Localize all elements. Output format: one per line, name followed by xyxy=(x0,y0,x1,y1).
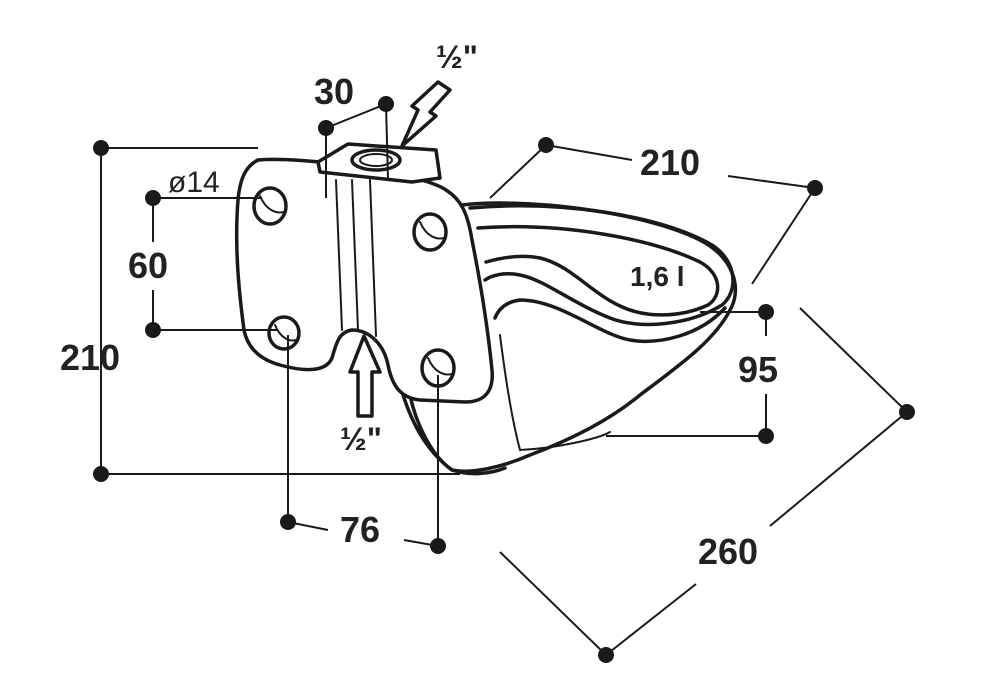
bowl-rim-inner xyxy=(476,225,720,317)
bowl-underside-line xyxy=(499,334,521,451)
top-inlet-boss xyxy=(316,142,442,184)
label-hole-spacing-vertical: 60 xyxy=(128,245,168,286)
top-inlet-thread-inner xyxy=(359,153,393,167)
mounting-plate-rib-center xyxy=(351,179,359,331)
mounting-plate-rib-right xyxy=(369,179,377,337)
label-inlet-top: ½" xyxy=(436,39,478,75)
mounting-plate-rib-left xyxy=(335,179,343,331)
mounting-hole-top-left xyxy=(252,186,288,226)
dimension-lines xyxy=(93,96,915,663)
inlet-arrow-top xyxy=(400,80,452,148)
label-bowl-length: 260 xyxy=(698,531,758,572)
label-inlet-bottom: ½" xyxy=(340,421,382,457)
label-hole-spacing-horizontal: 76 xyxy=(340,509,380,550)
bowl-shadow-line xyxy=(519,431,611,451)
mounting-hole-bottom-left xyxy=(267,315,301,351)
label-bowl-depth: 95 xyxy=(738,349,778,390)
label-hole-diameter: ø14 xyxy=(168,166,220,199)
label-capacity: 1,6 l xyxy=(630,261,684,292)
bowl-front-lip xyxy=(398,383,507,476)
mounting-hole-top-right xyxy=(412,212,448,252)
label-total-height: 210 xyxy=(60,337,120,378)
label-bracket-width: 30 xyxy=(314,71,354,112)
bowl-body xyxy=(398,201,738,476)
bowl-rim-lower xyxy=(493,298,727,343)
top-inlet-thread xyxy=(350,148,402,172)
inlet-arrow-bottom xyxy=(348,334,382,418)
mounting-plate-outline xyxy=(234,157,494,404)
mounting-plate xyxy=(234,142,494,404)
bowl-rim-outer xyxy=(468,204,735,327)
label-bowl-width: 210 xyxy=(640,142,700,183)
